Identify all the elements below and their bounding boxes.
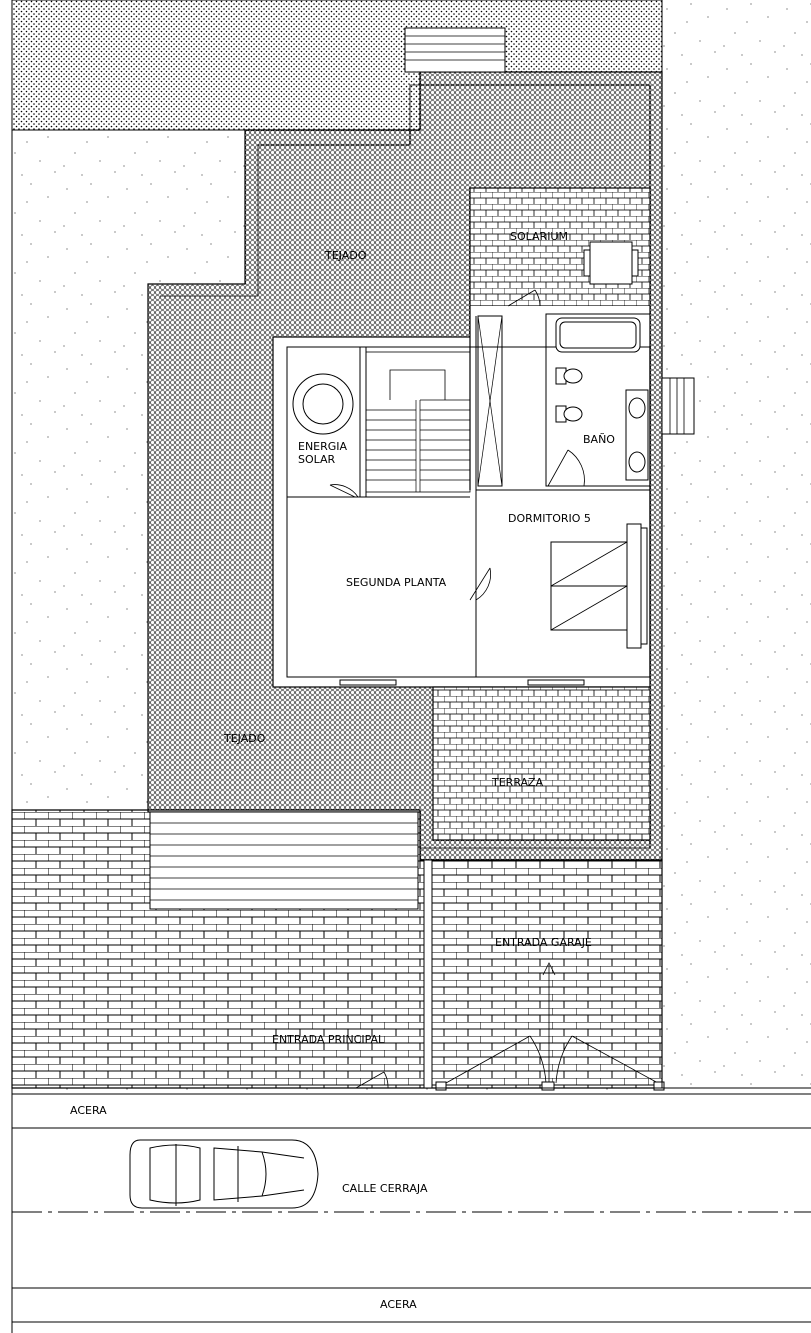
label-tejado-bottom: TEJADO [223,732,266,745]
label-solar: SOLAR [298,453,336,466]
label-tejado-top: TEJADO [324,249,367,262]
label-entrada-garaje: ENTRADA GARAJE [495,936,592,949]
car-icon [129,1139,319,1209]
label-bano: BAÑO [583,433,615,446]
label-acera-bottom: ACERA [380,1298,417,1311]
label-calle: CALLE CERRAJA [342,1182,428,1195]
label-dormitorio: DORMITORIO 5 [508,512,591,525]
label-energia: ENERGIA [298,440,348,453]
label-solarium: SOLARIUM [510,230,568,243]
label-entrada-principal: ENTRADA PRINCIPAL [272,1033,385,1046]
label-acera-top: ACERA [70,1104,107,1117]
label-segunda-planta: SEGUNDA PLANTA [346,576,447,589]
label-terraza: TERRAZA [491,776,544,789]
